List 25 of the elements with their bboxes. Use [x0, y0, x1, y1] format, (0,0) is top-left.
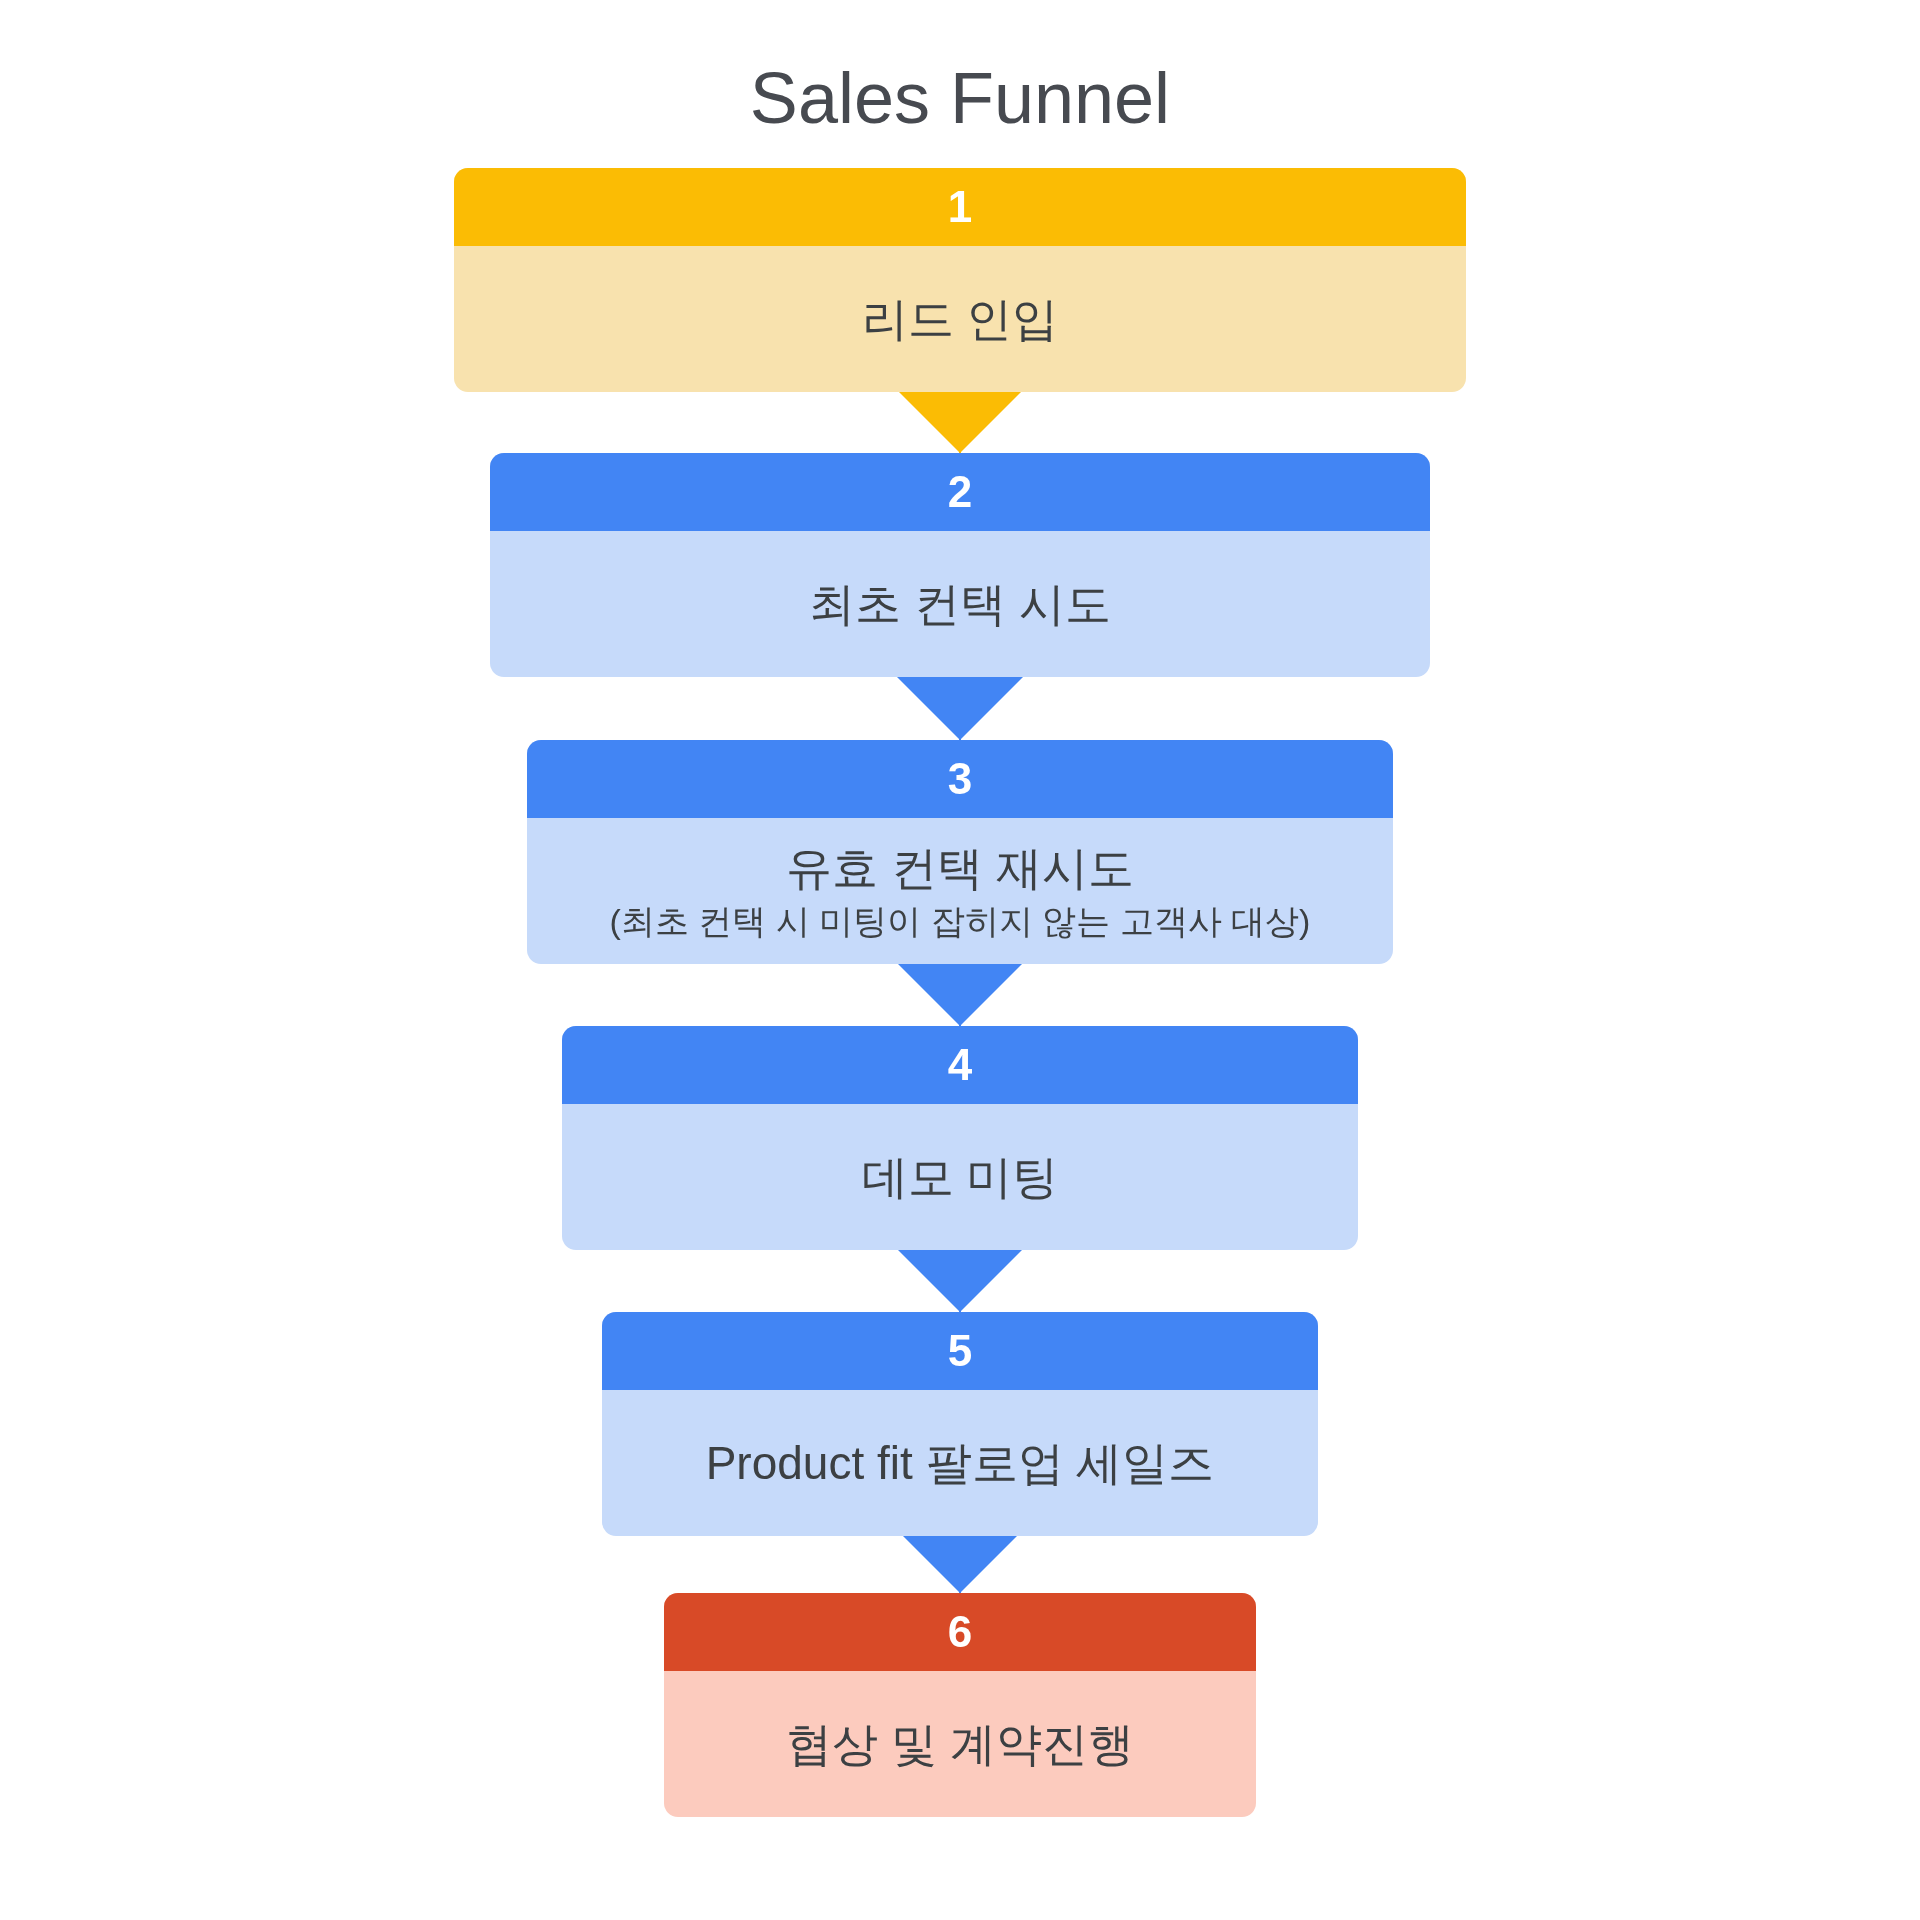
step-note: (최초 컨택 시 미팅이 잡히지 않는 고객사 대상)	[609, 901, 1311, 942]
arrow	[898, 963, 1022, 1027]
step-label: 리드 인입	[861, 292, 1059, 347]
step-number: 1	[454, 168, 1466, 246]
step-label: 최초 컨택 시도	[809, 577, 1111, 632]
process-box	[527, 740, 1393, 964]
arrow	[897, 676, 1023, 741]
arrow	[899, 391, 1021, 454]
step-number: 5	[602, 1312, 1318, 1390]
process-box	[454, 168, 1466, 392]
step-number: 3	[527, 740, 1393, 818]
step-number: 2	[490, 453, 1430, 531]
step-number: 4	[562, 1026, 1358, 1104]
process-box	[664, 1593, 1256, 1817]
step-label: Product fit 팔로업 세일즈	[705, 1436, 1215, 1491]
arrow	[903, 1535, 1017, 1594]
title: Sales Funnel	[749, 58, 1171, 138]
step-label: 협상 및 계약진행	[786, 1717, 1134, 1772]
step-label: 데모 미팅	[861, 1150, 1059, 1205]
arrow	[898, 1249, 1022, 1313]
step-label: 유효 컨택 재시도	[786, 841, 1134, 896]
step-number: 6	[664, 1593, 1256, 1671]
process-box	[562, 1026, 1358, 1250]
process-box	[490, 453, 1430, 677]
process-box	[602, 1312, 1318, 1536]
